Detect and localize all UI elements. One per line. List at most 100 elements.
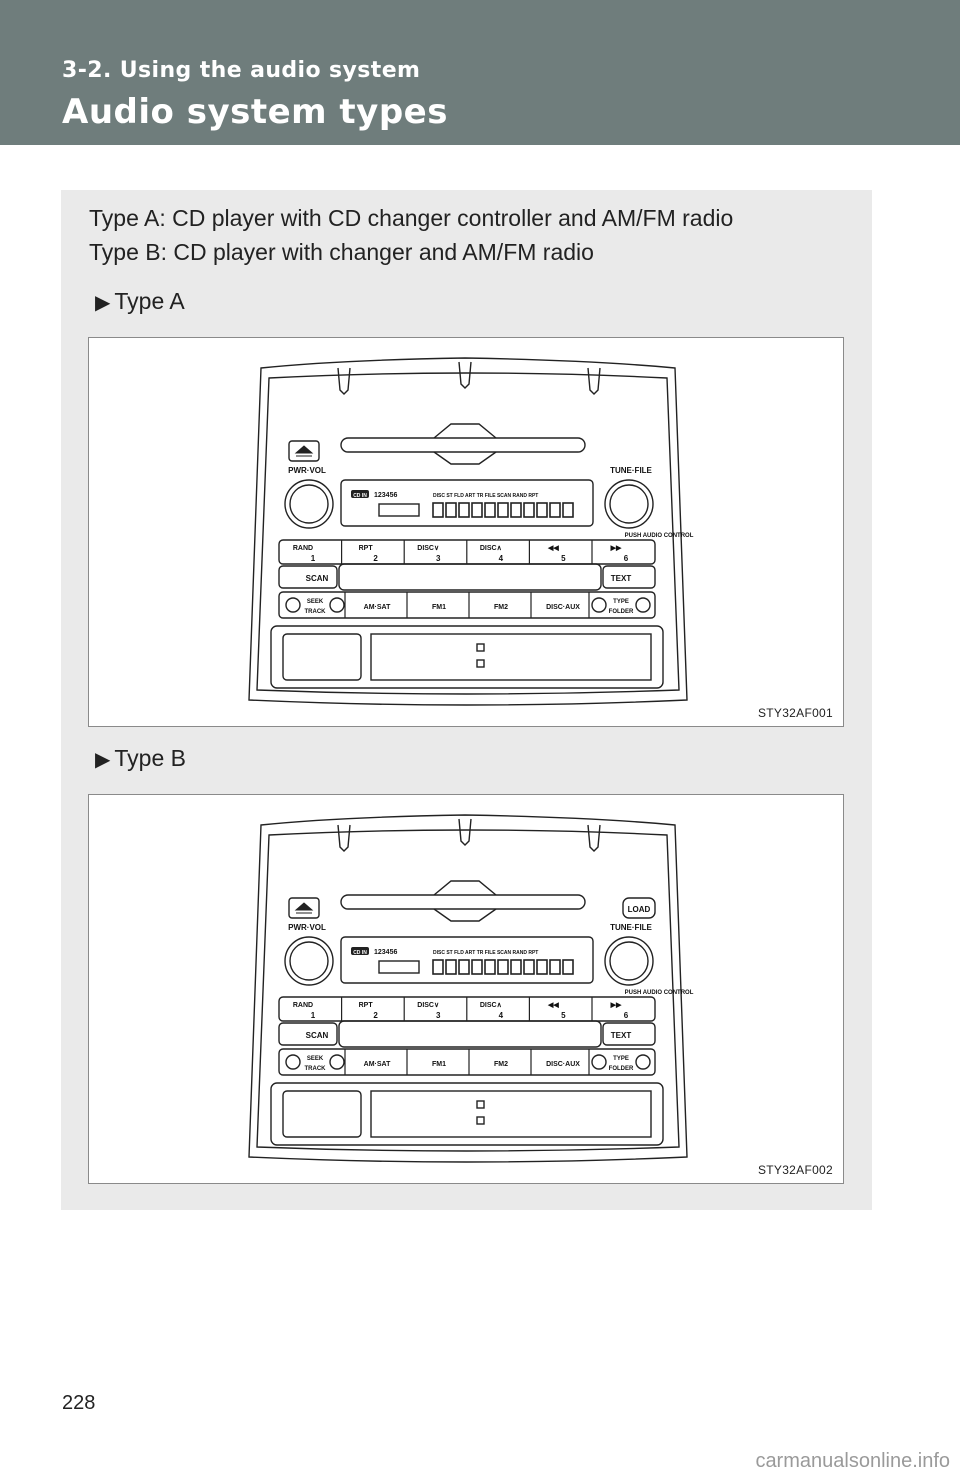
switch-indicator: [476, 1100, 485, 1109]
source-label: DISC·AUX: [546, 604, 580, 611]
preset-button-3[interactable]: DISC∨3: [403, 997, 441, 1021]
slot-bezel-lower: [433, 451, 497, 465]
pwr-vol-knob[interactable]: [284, 479, 334, 529]
source-button[interactable]: DISC·AUX: [530, 592, 580, 618]
pwr-vol-knob[interactable]: [284, 936, 334, 986]
preset-number: 6: [624, 1011, 629, 1020]
text-label: TEXT: [611, 1031, 632, 1040]
display-frame: [340, 936, 594, 984]
cd-in-indicator: [351, 490, 369, 498]
disc-slot-numbers: 123456: [374, 949, 397, 956]
mounting-clip: [337, 824, 351, 852]
switch-indicator: [476, 643, 485, 652]
tune-file-label: TUNE·FILE: [610, 923, 652, 932]
source-label: DISC·AUX: [546, 1061, 580, 1068]
source-button[interactable]: FM1: [406, 1049, 446, 1075]
preset-button-4[interactable]: DISC∧4: [466, 540, 504, 564]
preset-number: 6: [624, 554, 629, 563]
source-button[interactable]: FM1: [406, 592, 446, 618]
tune-file-knob[interactable]: [604, 479, 654, 529]
source-row: [278, 591, 656, 619]
switch-indicator: [476, 1116, 485, 1125]
segment-digit: [497, 502, 509, 518]
blank-panel: [370, 633, 652, 681]
text-button[interactable]: TEXT: [602, 1022, 656, 1046]
load-button[interactable]: LOAD: [622, 897, 656, 919]
folder-label: FOLDER: [609, 1066, 634, 1072]
load-label: LOAD: [628, 905, 651, 914]
source-button[interactable]: AM·SAT: [344, 592, 391, 618]
source-button[interactable]: FM2: [468, 1049, 508, 1075]
disc-slot-numbers: 123456: [374, 492, 397, 499]
scan-label: SCAN: [306, 574, 329, 583]
source-label: FM1: [432, 1061, 446, 1068]
preset-number: 1: [311, 554, 316, 563]
preset-number: 2: [373, 1011, 378, 1020]
preset-function-label: DISC∨: [417, 1002, 439, 1009]
preset-button-1[interactable]: RAND 1: [293, 1002, 316, 1020]
preset-button-6[interactable]: ▶▶6: [591, 540, 629, 564]
segment-digit: [562, 959, 574, 975]
source-button[interactable]: AM·SAT: [344, 1049, 391, 1075]
mounting-clip: [458, 361, 472, 389]
tune-file-knob[interactable]: [604, 936, 654, 986]
preset-button-3[interactable]: DISC∨3: [403, 540, 441, 564]
triangle-bullet-icon: ▶: [95, 292, 111, 314]
text-button[interactable]: TEXT: [602, 565, 656, 589]
source-button[interactable]: DISC·AUX: [530, 1049, 580, 1075]
eject-button[interactable]: [288, 440, 320, 462]
type-b-description: Type B: CD player with changer and AM/FM…: [89, 239, 594, 265]
section-label: 3-2. Using the audio system: [62, 58, 421, 83]
page-number: 228: [62, 1392, 96, 1414]
eject-button[interactable]: [288, 897, 320, 919]
segment-digit: [445, 502, 457, 518]
type-a-heading: ▶Type A: [95, 288, 185, 315]
preset-button-4[interactable]: DISC∧ 4: [466, 997, 504, 1021]
scan-button[interactable]: SCAN: [278, 1022, 338, 1046]
lower-bezel: [270, 1082, 664, 1146]
mounting-clip: [337, 367, 351, 395]
source-label: AM·SAT: [364, 604, 391, 611]
preset-function-label: DISC∧: [480, 1002, 502, 1009]
eject-icon: [294, 902, 314, 914]
push-audio-control-label: PUSH AUDIO CONTROL: [625, 990, 694, 996]
source-button[interactable]: FM2: [468, 592, 508, 618]
type-a-description: Type A: CD player with CD changer contro…: [89, 205, 734, 231]
panel-housing: [248, 357, 688, 706]
source-row: [278, 1048, 656, 1076]
preset-function-label: RAND: [293, 1002, 313, 1009]
mounting-clip: [587, 824, 601, 852]
preset-number: 3: [436, 554, 441, 563]
type-a-heading-label: Type A: [114, 288, 185, 314]
segment-digit: [549, 502, 561, 518]
segment-digit: [458, 502, 470, 518]
track-label: TRACK: [305, 1066, 327, 1072]
preset-number: 4: [499, 1011, 504, 1020]
scan-button[interactable]: SCAN: [278, 565, 338, 589]
preset-number: 1: [311, 1011, 316, 1020]
type-b-heading-label: Type B: [114, 745, 186, 771]
mounting-clip: [458, 818, 472, 846]
page-title: Audio system types: [62, 92, 448, 132]
segment-digit: [432, 959, 444, 975]
preset-button-5[interactable]: ◀◀5: [528, 540, 566, 564]
seek-label: SEEK: [307, 599, 324, 605]
text-label: TEXT: [611, 574, 632, 583]
panel-housing: [248, 814, 688, 1163]
preset-button-6[interactable]: ▶▶6: [591, 997, 629, 1021]
preset-button-5[interactable]: ◀◀5: [528, 997, 566, 1021]
preset-function-label: ▶▶: [610, 545, 622, 552]
display-indicators: DISC ST FLD ART TR FILE SCAN RAND RPT: [433, 493, 538, 499]
tune-file-label: TUNE·FILE: [610, 466, 652, 475]
triangle-bullet-icon: ▶: [95, 749, 111, 771]
